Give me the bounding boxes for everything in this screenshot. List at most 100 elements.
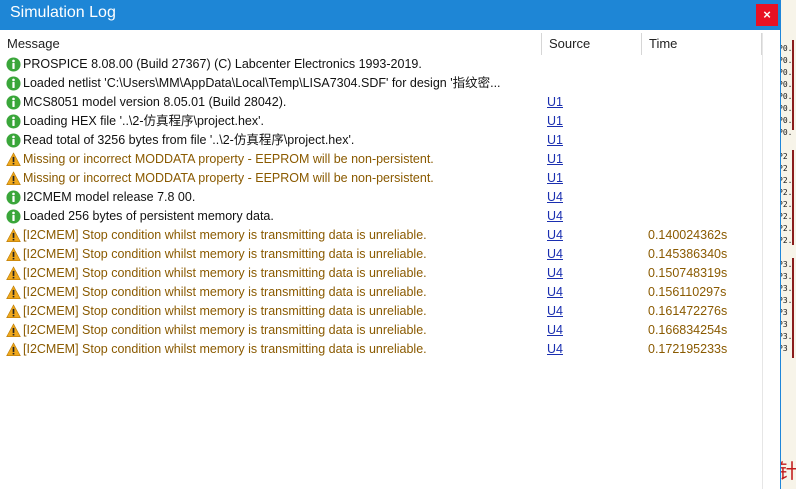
log-row[interactable]: Loaded netlist 'C:\Users\MM\AppData\Loca… xyxy=(0,74,762,93)
log-time: 0.156110297s xyxy=(648,285,727,299)
column-header-time[interactable]: Time xyxy=(642,33,762,55)
schematic-pin-label: P3 xyxy=(778,308,788,317)
info-circle-icon xyxy=(6,76,21,91)
column-header-message[interactable]: Message xyxy=(0,33,542,55)
log-time: 0.140024362s xyxy=(648,228,728,242)
log-source-link[interactable]: U1 xyxy=(547,95,563,109)
log-message: [I2CMEM] Stop condition whilst memory is… xyxy=(23,342,427,356)
log-source-link[interactable]: U1 xyxy=(547,152,563,166)
log-row[interactable]: I2CMEM model release 7.8 00. U4 xyxy=(0,188,762,207)
schematic-pin-label: P0. xyxy=(778,128,793,137)
warning-triangle-icon xyxy=(6,266,21,281)
log-row[interactable]: Missing or incorrect MODDATA property - … xyxy=(0,169,762,188)
schematic-pin-label: P3. xyxy=(778,272,793,281)
schematic-pin-label: P3. xyxy=(778,332,793,341)
log-message: MCS8051 model version 8.05.01 (Build 280… xyxy=(23,95,287,109)
schematic-pin-label: P0. xyxy=(778,116,793,125)
log-message: Loaded netlist 'C:\Users\MM\AppData\Loca… xyxy=(23,76,501,90)
column-header-source[interactable]: Source xyxy=(542,33,642,55)
warning-triangle-icon xyxy=(6,171,21,186)
log-source-link[interactable]: U4 xyxy=(547,228,563,242)
info-circle-icon xyxy=(6,133,21,148)
log-source-link[interactable]: U1 xyxy=(547,171,563,185)
schematic-pin-label: P0. xyxy=(778,104,793,113)
log-message: [I2CMEM] Stop condition whilst memory is… xyxy=(23,247,427,261)
log-row[interactable]: PROSPICE 8.08.00 (Build 27367) (C) Labce… xyxy=(0,55,762,74)
log-row[interactable]: Missing or incorrect MODDATA property - … xyxy=(0,150,762,169)
log-message: [I2CMEM] Stop condition whilst memory is… xyxy=(23,323,427,337)
log-time: 0.145386340s xyxy=(648,247,728,261)
warning-triangle-icon xyxy=(6,285,21,300)
log-time: 0.166834254s xyxy=(648,323,728,337)
log-source-link[interactable]: U4 xyxy=(547,209,563,223)
log-message: PROSPICE 8.08.00 (Build 27367) (C) Labce… xyxy=(23,57,422,71)
schematic-pin-label: P3. xyxy=(778,260,793,269)
warning-triangle-icon xyxy=(6,247,21,262)
log-time: 0.150748319s xyxy=(648,266,728,280)
log-message: [I2CMEM] Stop condition whilst memory is… xyxy=(23,304,427,318)
log-row[interactable]: Read total of 3256 bytes from file '..\2… xyxy=(0,131,762,150)
schematic-pin-label: P3. xyxy=(778,296,793,305)
info-circle-icon xyxy=(6,190,21,205)
log-row[interactable]: Loaded 256 bytes of persistent memory da… xyxy=(0,207,762,226)
log-message: Loading HEX file '..\2-仿真程序\project.hex'… xyxy=(23,114,264,128)
schematic-pin-label: P0. xyxy=(778,56,793,65)
log-row[interactable]: Loading HEX file '..\2-仿真程序\project.hex'… xyxy=(0,112,762,131)
log-time: 0.161472276s xyxy=(648,304,728,318)
info-circle-icon xyxy=(6,95,21,110)
schematic-pin-label: P0. xyxy=(778,80,793,89)
close-button[interactable]: × xyxy=(756,4,778,26)
schematic-pin-label: P2. xyxy=(778,200,793,209)
log-row[interactable]: [I2CMEM] Stop condition whilst memory is… xyxy=(0,321,762,340)
schematic-red-label: 针 xyxy=(778,459,796,483)
log-source-link[interactable]: U4 xyxy=(547,323,563,337)
log-time: 0.172195233s xyxy=(648,342,728,356)
warning-triangle-icon xyxy=(6,342,21,357)
log-row[interactable]: [I2CMEM] Stop condition whilst memory is… xyxy=(0,226,762,245)
log-message: Read total of 3256 bytes from file '..\2… xyxy=(23,133,355,147)
log-row[interactable]: MCS8051 model version 8.05.01 (Build 280… xyxy=(0,93,762,112)
log-source-link[interactable]: U4 xyxy=(547,190,563,204)
log-list: PROSPICE 8.08.00 (Build 27367) (C) Labce… xyxy=(0,55,762,359)
vertical-scrollbar[interactable] xyxy=(762,33,780,489)
log-source-link[interactable]: U4 xyxy=(547,342,563,356)
window-title: Simulation Log xyxy=(10,4,116,21)
log-message: [I2CMEM] Stop condition whilst memory is… xyxy=(23,228,427,242)
close-icon: × xyxy=(763,7,771,22)
warning-triangle-icon xyxy=(6,228,21,243)
info-circle-icon xyxy=(6,209,21,224)
log-message: I2CMEM model release 7.8 00. xyxy=(23,190,196,204)
info-circle-icon xyxy=(6,114,21,129)
log-message: Missing or incorrect MODDATA property - … xyxy=(23,152,434,166)
schematic-pin-label: P3. xyxy=(778,284,793,293)
title-bar[interactable]: Simulation Log × xyxy=(0,0,780,30)
schematic-wire xyxy=(792,258,794,358)
schematic-wire xyxy=(792,150,794,245)
log-source-link[interactable]: U4 xyxy=(547,285,563,299)
log-source-link[interactable]: U1 xyxy=(547,114,563,128)
log-row[interactable]: [I2CMEM] Stop condition whilst memory is… xyxy=(0,302,762,321)
log-message: Missing or incorrect MODDATA property - … xyxy=(23,171,434,185)
warning-triangle-icon xyxy=(6,152,21,167)
log-source-link[interactable]: U4 xyxy=(547,247,563,261)
schematic-pin-label: P0. xyxy=(778,92,793,101)
log-row[interactable]: [I2CMEM] Stop condition whilst memory is… xyxy=(0,264,762,283)
schematic-pin-label: P2 xyxy=(778,164,788,173)
log-source-link[interactable]: U4 xyxy=(547,304,563,318)
info-circle-icon xyxy=(6,57,21,72)
schematic-pin-label: P3 xyxy=(778,344,788,353)
schematic-pin-label: P2. xyxy=(778,236,793,245)
column-header-row: Message Source Time xyxy=(0,33,780,55)
log-message: [I2CMEM] Stop condition whilst memory is… xyxy=(23,266,427,280)
log-row[interactable]: [I2CMEM] Stop condition whilst memory is… xyxy=(0,245,762,264)
log-row[interactable]: [I2CMEM] Stop condition whilst memory is… xyxy=(0,340,762,359)
schematic-pin-label: P2. xyxy=(778,212,793,221)
log-source-link[interactable]: U1 xyxy=(547,133,563,147)
warning-triangle-icon xyxy=(6,304,21,319)
log-row[interactable]: [I2CMEM] Stop condition whilst memory is… xyxy=(0,283,762,302)
log-message: Loaded 256 bytes of persistent memory da… xyxy=(23,209,274,223)
schematic-pin-label: P0. xyxy=(778,68,793,77)
schematic-pin-label: P2 xyxy=(778,152,788,161)
log-source-link[interactable]: U4 xyxy=(547,266,563,280)
log-message: [I2CMEM] Stop condition whilst memory is… xyxy=(23,285,427,299)
